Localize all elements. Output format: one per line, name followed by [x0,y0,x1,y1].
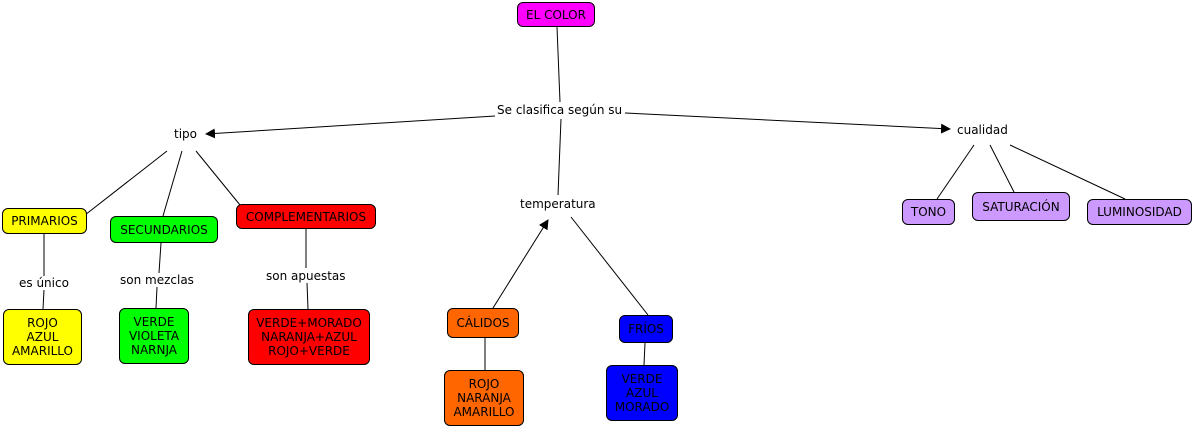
concept-primarios-list[interactable]: ROJO AZUL AMARILLO [3,309,82,365]
concept-saturacion[interactable]: SATURACIÓN [972,192,1070,221]
link-apuestas-list [306,282,309,310]
link-tipo-primarios [84,150,168,216]
link-phrase-son-mezclas: son mezclas [118,273,196,287]
link-cualidad-luminosidad [1009,144,1126,200]
concept-temperatura[interactable]: temperatura [518,197,598,211]
concept-complementarios[interactable]: COMPLEMENTARIOS [236,204,376,229]
concept-primarios[interactable]: PRIMARIOS [2,208,87,234]
link-esunico-list [42,289,45,310]
link-frios-list [643,342,646,366]
concept-complementarios-list[interactable]: VERDE+MORADO NARANJA+AZUL ROJO+VERDE [248,309,370,365]
concept-secundarios[interactable]: SECUNDARIOS [110,216,218,243]
link-phrase-son-apuestas: son apuestas [264,269,348,283]
link-cualidad-saturacion [989,144,1015,193]
concept-cualidad[interactable]: cualidad [955,123,1010,137]
concept-calidos[interactable]: CÁLIDOS [447,308,519,338]
link-clasifica-temperatura [557,118,562,196]
concept-secundarios-list[interactable]: VERDE VIOLETA NARNJA [119,308,189,364]
link-temperatura-frios [570,216,649,316]
link-calidos-temperatura [492,219,549,309]
link-clasifica-cualidad [624,112,951,134]
link-mezclas-list [155,286,158,309]
link-root-clasifica [556,26,561,103]
link-phrase-clasifica: Se clasifica según su [495,103,625,117]
concept-tono[interactable]: TONO [902,199,955,225]
link-secundarios-mezclas [158,242,162,274]
link-phrase-es-unico: es único [17,276,71,290]
concept-luminosidad[interactable]: LUMINOSIDAD [1087,199,1192,225]
concept-tipo[interactable]: tipo [172,127,199,141]
concept-el-color[interactable]: EL COLOR [517,2,595,27]
concept-frios[interactable]: FRÍOS [619,315,673,343]
link-cualidad-tono [936,144,975,200]
link-tipo-secundarios [162,150,183,217]
concept-calidos-list[interactable]: ROJO NARANJA AMARILLO [444,370,524,426]
link-clasifica-tipo [205,115,496,139]
link-tipo-complementarios [195,150,241,206]
concept-frios-list[interactable]: VERDE AZUL MORADO [606,365,678,421]
